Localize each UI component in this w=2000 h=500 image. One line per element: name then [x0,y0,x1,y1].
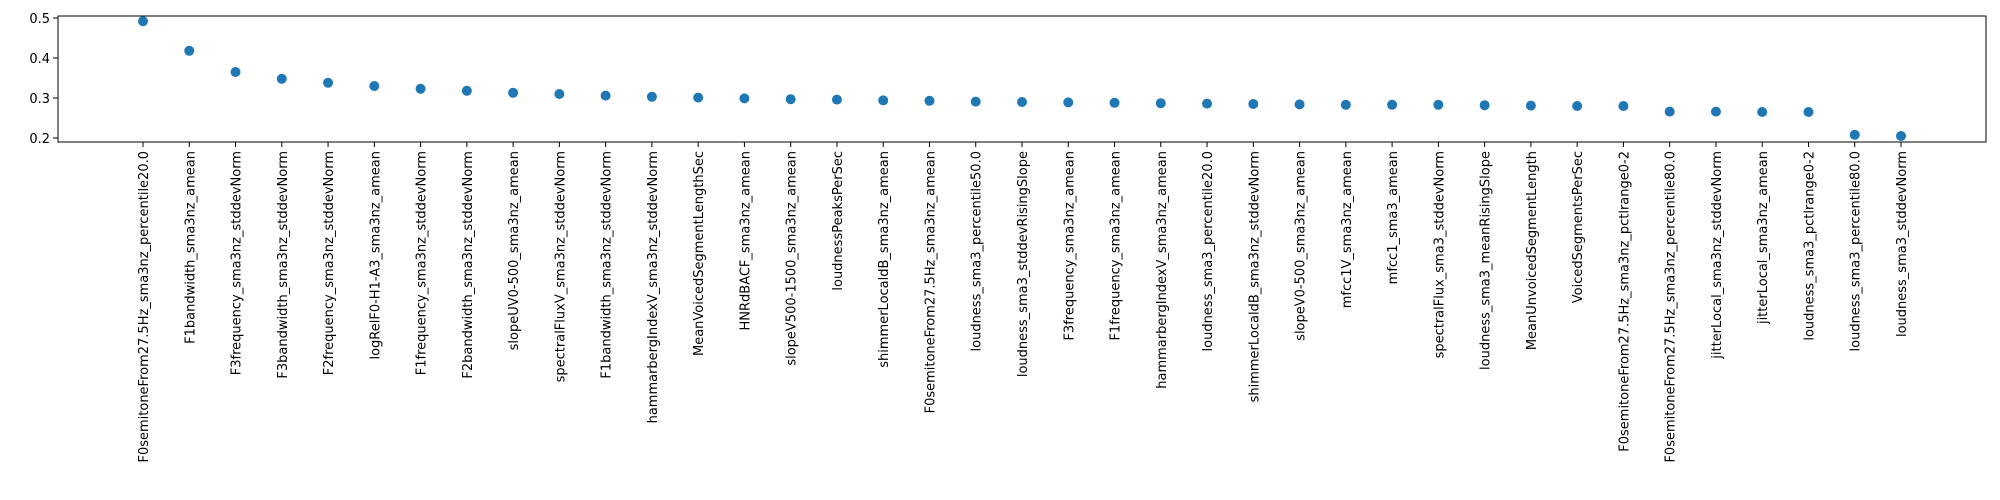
data-point [230,67,241,77]
data-points [138,16,1906,141]
x-tick-label: loudness_sma3_percentile20.0 [1201,151,1216,351]
x-tick-label: F1frequency_sma3nz_stddevNorm [415,151,430,375]
x-tick-label: shimmerLocaldB_sma3nz_stddevNorm [1247,151,1262,402]
data-point [1433,99,1444,110]
data-point [1155,98,1166,109]
data-point [1340,99,1351,110]
data-point [739,93,750,104]
x-tick-label: slopeV0-500_sma3nz_amean [1294,151,1309,341]
x-tick-label: VoicedSegmentsPerSec [1571,151,1586,303]
data-point [878,95,889,106]
data-point [1387,99,1398,110]
x-tick-label: spectralFluxV_sma3nz_stddevNorm [553,151,568,382]
data-point [1063,97,1074,108]
x-tick-label: hammarbergIndexV_sma3nz_stddevNorm [646,151,661,423]
y-tick-label: 0.3 [29,92,50,107]
data-point [1479,100,1490,111]
x-tick-label: F0semitoneFrom27.5Hz_sma3nz_percentile80… [1664,151,1679,463]
x-tick-label: F0semitoneFrom27.5Hz_sma3nz_percentile20… [137,151,152,463]
x-tick-label: MeanVoicedSegmentLengthSec [692,151,707,356]
data-point [1109,97,1120,108]
x-tick-label: jitterLocal_sma3nz_amean [1756,151,1771,325]
data-point [276,73,287,84]
data-point [1803,107,1814,117]
data-point [1202,98,1213,109]
data-point [508,87,519,98]
y-axis: 0.2 0.3 0.4 0.5 [29,12,58,147]
data-point [323,77,334,88]
data-point [1525,100,1536,111]
x-tick-label: loudnessPeaksPerSec [831,151,846,291]
x-tick-label: hammarbergIndexV_sma3nz_amean [1155,151,1170,389]
x-tick-label: spectralFlux_sma3_stddevNorm [1432,151,1447,358]
x-tick-label: slopeV500-1500_sma3nz_amean [785,151,800,366]
data-point [970,96,981,107]
x-tick-label: F1bandwidth_sma3nz_stddevNorm [600,151,615,379]
data-point [461,85,472,96]
x-tick-label: F0semitoneFrom27.5Hz_sma3nz_pctlrange0-2 [1617,151,1632,452]
x-tick-label: loudness_sma3_stddevRisingSlope [1016,151,1031,377]
y-tick-label: 0.5 [29,12,50,27]
x-tick-label: F0semitoneFrom27.5Hz_sma3nz_amean [923,151,938,413]
data-point [1896,131,1906,141]
x-tick-label: HNRdBACF_sma3nz_amean [738,151,753,331]
x-tick-label: F3frequency_sma3nz_amean [1062,151,1077,341]
data-point [693,92,704,103]
y-tick-label: 0.2 [29,132,50,147]
x-tick-label: loudness_sma3_percentile50.0 [970,151,985,351]
plot-area [57,15,1987,143]
x-tick-label: F2frequency_sma3nz_stddevNorm [322,151,337,375]
data-point [1757,107,1768,117]
data-point [1618,101,1629,111]
x-tick-label: logRelF0-H1-A3_sma3nz_amean [368,151,383,360]
data-point [1664,106,1675,117]
data-point [184,45,195,56]
data-point [415,83,426,94]
data-point [554,89,565,99]
data-point [600,90,611,101]
x-tick-label: MeanUnvoicedSegmentLength [1525,151,1540,350]
data-point [1710,106,1721,117]
data-point [1572,101,1583,111]
x-tick-label: jitterLocal_sma3nz_stddevNorm [1710,151,1725,360]
x-axis: F0semitoneFrom27.5Hz_sma3nz_percentile20… [137,142,1910,463]
x-tick-label: shimmerLocaldB_sma3nz_amean [877,151,892,368]
data-point [1849,129,1860,140]
data-point [138,16,148,27]
plot-frame [57,15,1987,143]
data-point [369,81,380,91]
x-tick-label: F1bandwidth_sma3nz_amean [183,151,198,344]
x-tick-label: F3frequency_sma3nz_stddevNorm [230,151,245,375]
data-point [1248,99,1259,109]
x-tick-label: mfcc1V_sma3nz_amean [1340,151,1355,308]
x-tick-label: loudness_sma3_pctlrange0-2 [1802,151,1817,341]
data-point [1294,99,1305,110]
data-point [646,91,657,102]
x-tick-label: F3bandwidth_sma3nz_stddevNorm [276,151,291,379]
y-tick-label: 0.4 [29,52,50,67]
x-tick-label: slopeUV0-500_sma3nz_amean [507,151,522,350]
x-tick-label: mfcc1_sma3_amean [1386,151,1401,284]
data-point [924,95,935,106]
x-tick-label: loudness_sma3_stddevNorm [1895,151,1910,337]
x-tick-label: F2bandwidth_sma3nz_stddevNorm [461,151,476,379]
data-point [1017,97,1027,107]
x-tick-label: F1frequency_sma3nz_amean [1109,151,1124,341]
data-point [831,94,842,105]
x-tick-label: loudness_sma3_percentile80.0 [1849,151,1864,351]
x-tick-label: loudness_sma3_meanRisingSlope [1479,151,1494,370]
data-point [785,94,796,105]
